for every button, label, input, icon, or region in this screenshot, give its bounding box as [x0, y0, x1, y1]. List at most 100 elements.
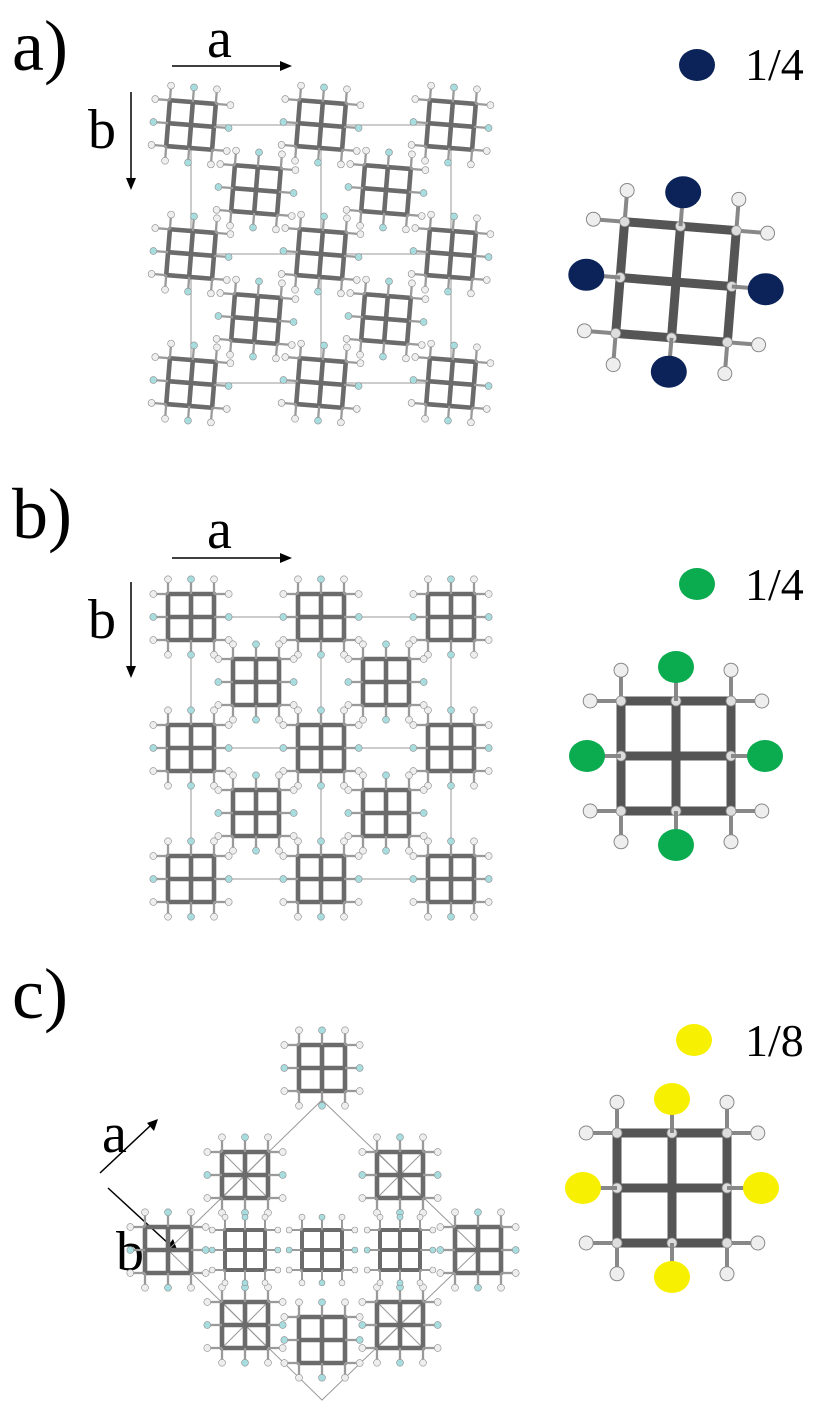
- hydrogen-atom: [359, 846, 367, 855]
- fluorine-atom: [447, 575, 455, 584]
- fluorine-atom: [419, 189, 428, 197]
- hydrogen-atom: [411, 353, 419, 361]
- hydrogen-atom: [207, 418, 215, 427]
- hydrogen-atom: [610, 327, 622, 339]
- fluorine-atom: [252, 715, 260, 724]
- hydrogen-atom: [470, 706, 478, 715]
- hydrogen-atom: [356, 351, 364, 359]
- hydrogen-atom: [289, 832, 298, 840]
- hydrogen-atom: [409, 590, 418, 598]
- panel-b: b) a b 1/4: [0, 470, 822, 940]
- hydrogen-atom: [223, 405, 231, 413]
- axis-b-arrowhead: [126, 666, 136, 678]
- hydrogen-atom: [405, 715, 413, 724]
- hydrogen-atom: [343, 214, 351, 222]
- hydrogen-atom: [212, 335, 221, 343]
- fluorine-atom: [409, 247, 418, 255]
- fluorine-atom: [382, 846, 390, 855]
- hydrogen-atom: [484, 590, 493, 598]
- fluorine-atom: [279, 875, 288, 883]
- molecule-detail-a: [568, 176, 784, 388]
- hydrogen-atom: [363, 1266, 371, 1274]
- hydrogen-atom: [373, 1358, 381, 1367]
- hydrogen-atom: [419, 786, 428, 794]
- hydrogen-atom: [294, 706, 302, 715]
- hydrogen-atom: [279, 590, 288, 598]
- hydrogen-atom: [161, 286, 169, 294]
- fluorine-atom: [354, 124, 363, 132]
- hydrogen-atom: [473, 214, 481, 222]
- hydrogen-atom: [203, 1298, 212, 1306]
- fluorine-atom: [252, 846, 260, 855]
- hydrogen-atom: [278, 1344, 287, 1352]
- hydrogen-atom: [511, 1223, 520, 1231]
- molecule: [212, 275, 300, 363]
- hydrogen-atom: [147, 141, 156, 149]
- bond: [469, 359, 479, 411]
- hydrogen-atom: [149, 590, 158, 598]
- hydrogen-atom: [429, 1266, 437, 1274]
- axis-a-label: a: [207, 8, 232, 70]
- hydrogen-atom: [147, 399, 156, 407]
- hydrogen-atom: [214, 786, 223, 794]
- hydrogen-atom: [149, 852, 158, 860]
- site-marker: [658, 651, 694, 683]
- hydrogen-atom: [297, 81, 305, 90]
- site-marker: [747, 740, 783, 772]
- hydrogen-atom: [218, 1358, 226, 1367]
- molecule: [126, 1208, 210, 1292]
- fluorine-atom: [149, 613, 158, 621]
- fluorine-atom: [320, 83, 328, 92]
- hydrogen-atom: [278, 1194, 287, 1202]
- hydrogen-atom: [419, 1358, 427, 1367]
- hydrogen-atom: [341, 1101, 349, 1110]
- bond: [251, 164, 261, 216]
- hydrogen-atom: [201, 1269, 210, 1277]
- panel-a-label: a): [12, 6, 68, 86]
- hydrogen-atom: [213, 343, 221, 351]
- hydrogen-atom: [164, 706, 172, 715]
- hydrogen-atom: [725, 695, 737, 707]
- bond: [339, 359, 349, 411]
- hydrogen-atom: [278, 279, 286, 287]
- site-marker: [665, 176, 702, 209]
- hydrogen-atom: [203, 1344, 212, 1352]
- legend-site-marker-b: [679, 568, 715, 600]
- bond: [423, 272, 475, 282]
- hydrogen-atom: [424, 837, 432, 846]
- fluorine-atom: [474, 1283, 482, 1292]
- fluorine-atom: [214, 678, 223, 686]
- hydrogen-atom: [341, 1373, 349, 1382]
- fluorine-atom: [450, 83, 458, 92]
- hydrogen-atom: [210, 837, 218, 846]
- hydrogen-atom: [421, 286, 429, 294]
- fluorine-atom: [208, 1246, 216, 1254]
- hydrogen-atom: [754, 803, 770, 819]
- fluorine-atom: [255, 148, 263, 157]
- fluorine-atom: [317, 912, 325, 921]
- hydrogen-atom: [484, 767, 493, 775]
- fluorine-atom: [214, 183, 223, 191]
- fluorine-atom: [224, 613, 233, 621]
- hydrogen-atom: [433, 1298, 442, 1306]
- hydrogen-atom: [261, 1279, 269, 1287]
- hydrogen-atom: [719, 1266, 735, 1282]
- hydrogen-atom: [405, 771, 413, 780]
- hydrogen-atom: [433, 1194, 442, 1202]
- bond: [186, 99, 196, 151]
- bond: [404, 295, 414, 347]
- bond: [446, 357, 456, 409]
- fluorine-atom: [190, 341, 198, 350]
- fluorine-atom: [484, 253, 493, 261]
- fluorine-atom: [358, 1171, 367, 1179]
- hydrogen-atom: [203, 1148, 212, 1156]
- fluorine-atom: [289, 678, 298, 686]
- molecule: [149, 575, 233, 659]
- fluorine-atom: [344, 678, 353, 686]
- fluorine-atom: [484, 382, 493, 390]
- hydrogen-atom: [281, 353, 289, 361]
- axis-b-label: b: [88, 99, 116, 161]
- fluorine-atom: [379, 352, 387, 361]
- fluorine-atom: [419, 809, 428, 817]
- hydrogen-atom: [376, 1279, 384, 1287]
